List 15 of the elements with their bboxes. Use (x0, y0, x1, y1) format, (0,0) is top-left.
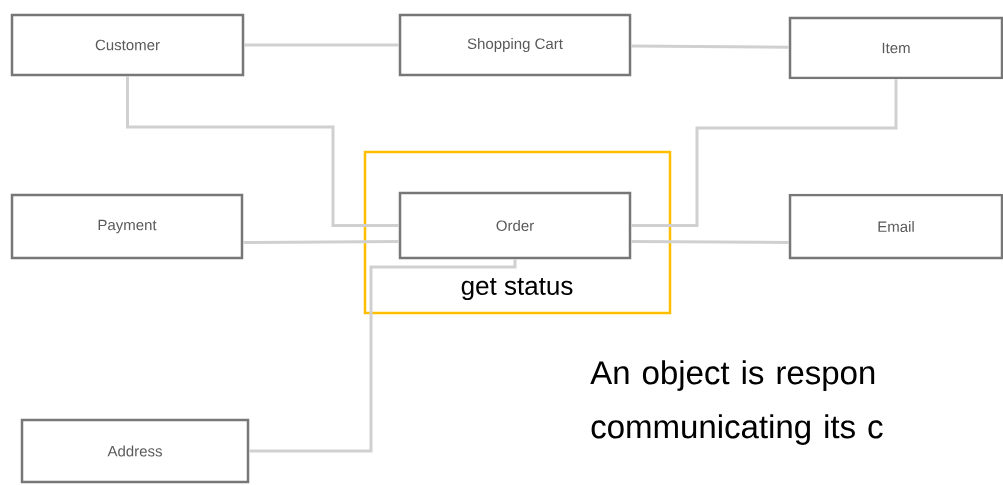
class-box: Address (20, 418, 250, 484)
class-box: Payment (10, 193, 244, 260)
connector-line (631, 44, 789, 49)
note-text: An object is respon communicating its c (590, 360, 883, 445)
class-box: Item (788, 16, 1003, 80)
connector-line (631, 240, 789, 244)
connector-line (631, 79, 898, 227)
connector-line (126, 76, 399, 227)
class-box: Shopping Cart (398, 13, 632, 77)
connector-line (244, 43, 399, 47)
class-box: Email (788, 193, 1003, 260)
class-box: Order (398, 191, 632, 260)
class-box: Customer (10, 13, 245, 77)
connector-line (243, 240, 399, 244)
connector-line (249, 259, 517, 453)
